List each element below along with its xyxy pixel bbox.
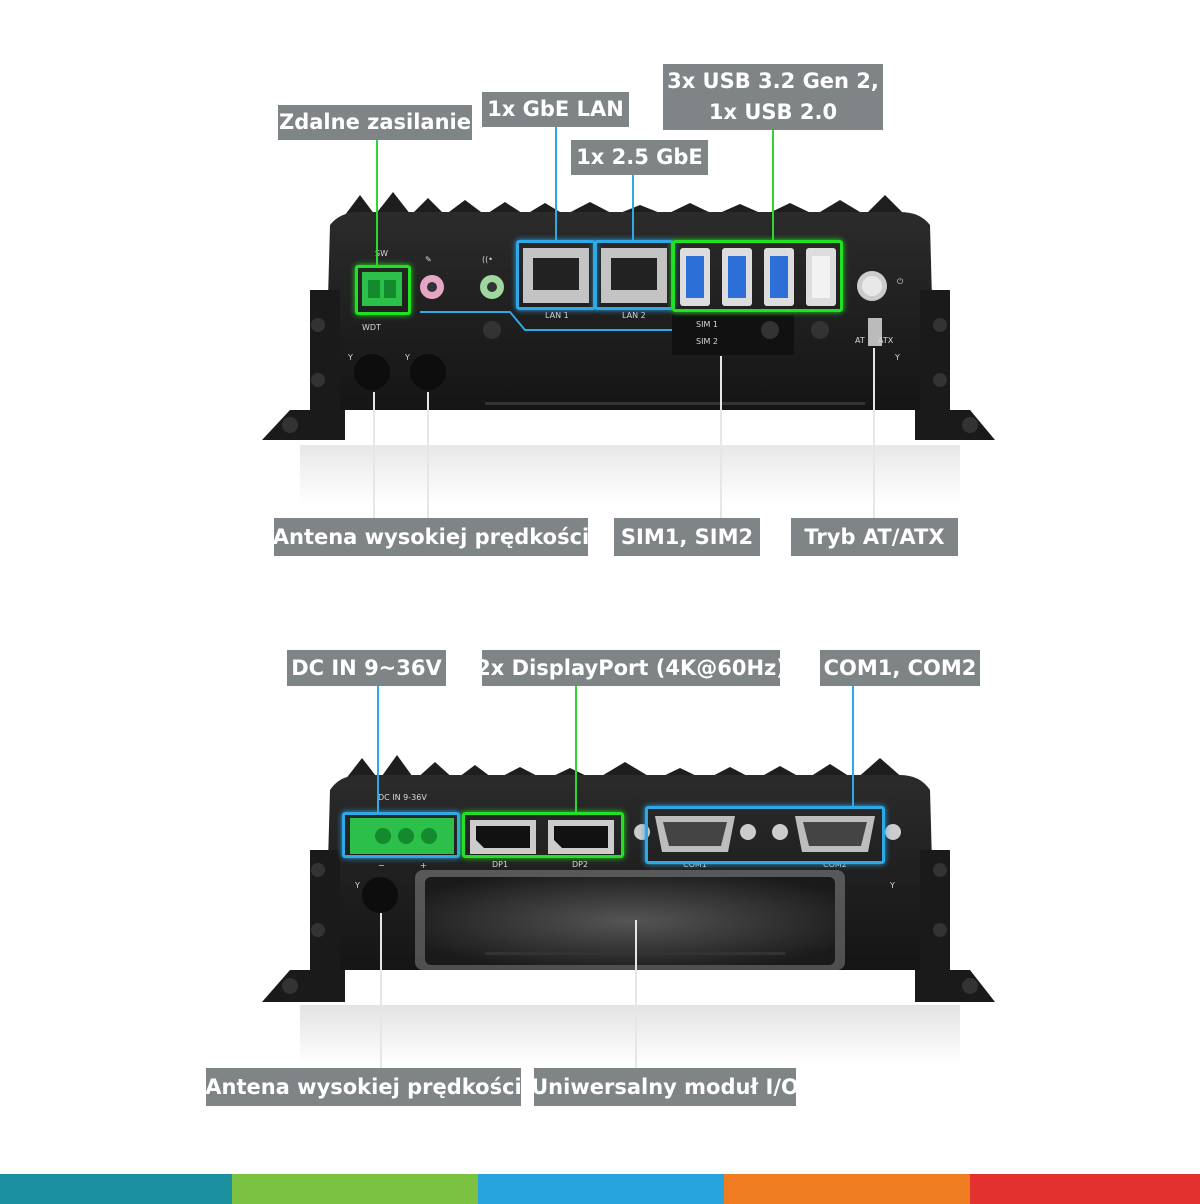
footer-stripe-red [970,1174,1200,1204]
rear-panel-device: DC IN 9-36V − + DP1 DP2 COM1 COM2 Y Y [262,755,995,1065]
label-sim: SIM1, SIM2 [614,518,760,556]
antenna-icon: Y [404,353,410,362]
dc-in-highlight [342,812,460,858]
silk-wdt: WDT [362,323,381,332]
dc-in-leader [377,686,379,813]
silk-plus: + [420,861,427,870]
silk-sim1: SIM 1 [696,320,718,329]
antenna-icon: Y [894,353,900,362]
usb-leader [772,130,774,241]
antenna-leader [380,913,382,1068]
sim-leader [720,356,722,518]
com-highlight [645,806,885,864]
com-leader [852,686,854,807]
silk-lan2: LAN 2 [622,311,646,320]
antenna-icon: Y [354,881,360,890]
at-atx-leader [873,348,875,518]
label-io-module: Uniwersalny moduł I/O [531,1068,799,1106]
label-remote-power: Zdalne zasilanie [278,105,472,140]
antenna-leader [427,392,429,518]
antenna-leader [373,392,375,518]
footer-stripe-blue [478,1174,724,1204]
usb-highlight [672,240,843,312]
displayport-highlight [462,812,624,858]
footer-stripe-teal [0,1174,232,1204]
silk-dp1: DP1 [492,860,508,869]
label-antenna-top: Antena wysokiej prędkości [273,518,589,556]
label-lan-25gbe: 1x 2.5 GbE [571,140,708,175]
silk-lan1: LAN 1 [545,311,569,320]
label-usb: 3x USB 3.2 Gen 2, 1x USB 2.0 [663,64,883,130]
power-icon: ⏻ [897,277,904,286]
silk-at: AT [855,336,865,345]
antenna-icon: Y [889,881,895,890]
footer-stripe-orange [724,1174,970,1204]
label-antenna-bottom: Antena wysokiej prędkości [205,1068,522,1106]
displayport-leader [575,686,577,813]
gbe-lan-leader [555,127,557,241]
silk-minus: − [378,861,385,870]
label-dc-in: DC IN 9~36V [287,650,446,686]
silk-dc-in: DC IN 9-36V [378,793,427,802]
silk-dp2: DP2 [572,860,588,869]
lan25-leader [632,175,634,241]
silk-sim2: SIM 2 [696,337,718,346]
lan1-highlight [516,240,596,310]
front-panel-device: SW WDT ✎ ((• LAN 1 LAN 2 ⏻ SIM 1 SIM 2 A… [262,192,995,505]
silk-com1: COM1 [683,860,707,869]
silk-sw: SW [375,249,388,258]
io-module-leader [635,920,637,1068]
label-at-atx: Tryb AT/ATX [791,518,958,556]
mic-icon: ✎ [425,255,432,264]
label-com: COM1, COM2 [820,650,980,686]
antenna-icon: Y [347,353,353,362]
footer-stripe-green [232,1174,478,1204]
label-gbe-lan: 1x GbE LAN [482,92,629,127]
silk-atx: ATX [878,336,894,345]
speaker-icon: ((• [482,255,493,264]
remote-power-leader [376,140,378,266]
lan2-highlight [594,240,674,310]
label-displayport: 2x DisplayPort (4K@60Hz) [476,650,786,686]
remote-power-highlight [355,265,411,315]
silk-com2: COM2 [823,860,847,869]
